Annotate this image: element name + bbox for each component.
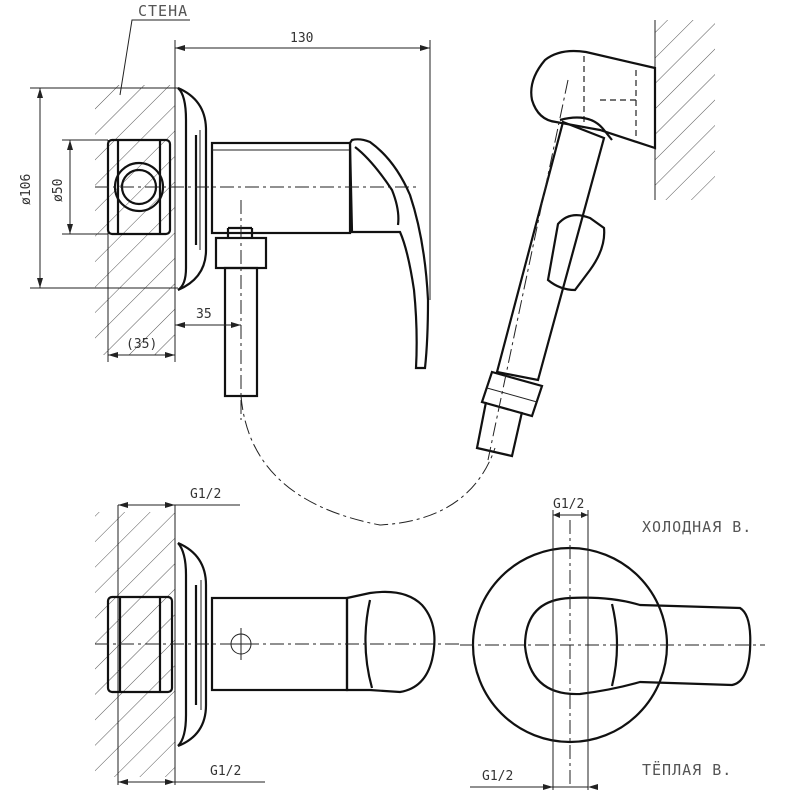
- flange-side: [177, 87, 188, 291]
- dim-body-dia-label: ø50: [51, 179, 66, 202]
- thread-bottom-label: G1/2: [210, 764, 241, 779]
- shower-holder: [530, 49, 657, 150]
- thread-top-label: G1/2: [190, 487, 221, 502]
- wall-hatch-holder: [655, 20, 715, 200]
- lever-handle-side: [348, 138, 430, 370]
- shower-handle: [495, 120, 606, 382]
- cold-water-label: ХОЛОДНАЯ В.: [642, 518, 752, 536]
- lever-head-top: [345, 590, 436, 694]
- side-view: 130 ø106 ø50 35 (35) СТЕНА: [19, 2, 496, 526]
- dim-wall-depth-label: (35): [126, 337, 157, 352]
- hand-shower-view: [475, 20, 715, 461]
- shower-nut: [480, 370, 544, 418]
- front-view: G1/2 G1/2 ХОЛОДНАЯ В. ТЁПЛАЯ В.: [460, 497, 765, 790]
- shower-button: [546, 213, 606, 292]
- dim-flange-dia-label: ø106: [19, 174, 34, 205]
- mixer-body-side: [210, 141, 352, 235]
- warm-water-label: ТЁПЛАЯ В.: [642, 760, 732, 779]
- thread-front-top-label: G1/2: [553, 497, 584, 512]
- dim-outlet-offset-label: 35: [196, 307, 212, 322]
- wall-label: СТЕНА: [138, 2, 188, 20]
- top-view: G1/2 G1/2: [95, 487, 460, 785]
- dim-length-label: 130: [290, 31, 313, 46]
- hose-path: [240, 395, 496, 526]
- lever-front: [523, 596, 752, 696]
- thread-front-bottom-label: G1/2: [482, 769, 513, 784]
- flange-top: [177, 542, 188, 747]
